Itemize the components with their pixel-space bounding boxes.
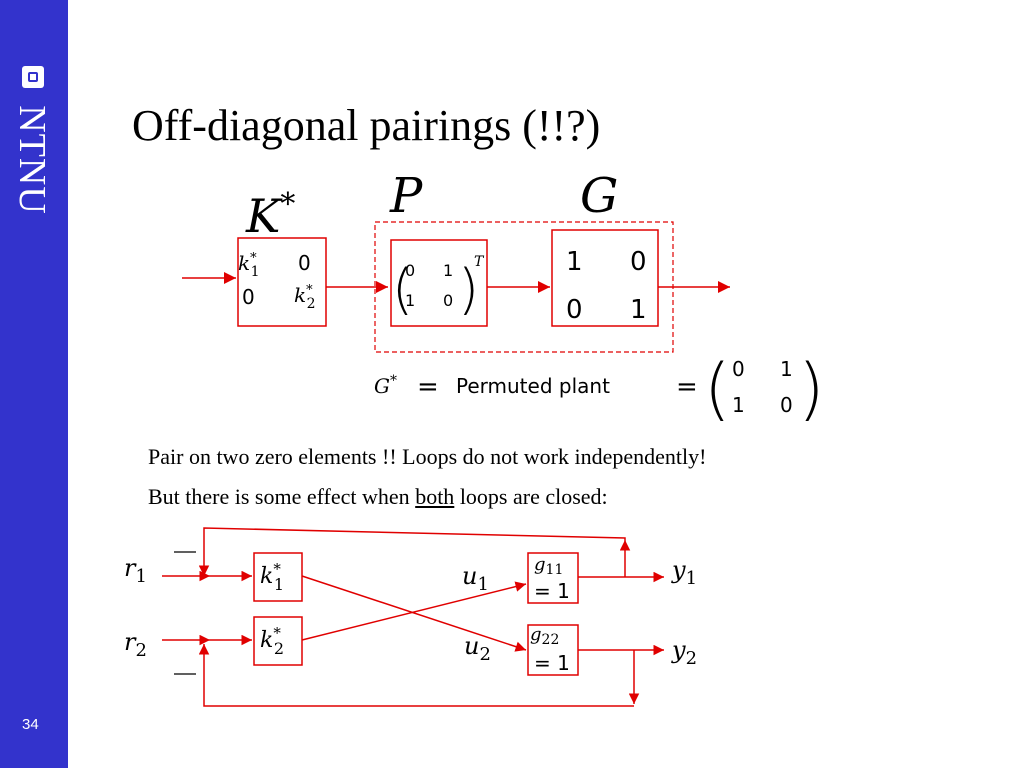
body-line-2: But there is some effect when both loops… (148, 484, 608, 510)
k-matrix-k1: k*1 (238, 251, 260, 280)
u1-label: u1 (462, 562, 489, 595)
loop-k2-label: k*2 (260, 624, 284, 658)
k-box (237, 237, 327, 327)
loop-k2-box (253, 616, 303, 666)
g11-value: = 1 (534, 579, 570, 603)
g-block-label: G (580, 168, 618, 224)
k-matrix-zero-a: 0 (298, 251, 311, 275)
g11-label: g11 (534, 554, 563, 578)
p-box (390, 239, 488, 327)
p-paren-right: ) (458, 258, 479, 321)
loop-k1-label: k*1 (260, 560, 284, 594)
line2-emphasis: both (415, 484, 455, 509)
feedback2-path (198, 644, 634, 707)
equation-eq2: = (676, 372, 698, 402)
body-line-1: Pair on two zero elements !! Loops do no… (148, 444, 707, 469)
p-transpose: T (474, 254, 485, 270)
p-a: 0 (405, 261, 415, 280)
logo-mark-inner (28, 72, 38, 82)
g-a: 1 (566, 247, 583, 277)
feedback1-path (198, 527, 626, 576)
page-number: 34 (22, 716, 39, 733)
y2-label: y2 (671, 636, 697, 669)
k2-to-g11-line (301, 581, 527, 641)
u2-label: u2 (464, 632, 491, 665)
y1-label: y1 (671, 556, 697, 589)
r1-label: r1 (124, 554, 147, 587)
loop-k1-box (253, 552, 303, 602)
g-b: 0 (630, 247, 647, 277)
k1-to-g22-line (301, 575, 527, 652)
g-c: 0 (566, 295, 583, 325)
p-b: 1 (443, 261, 453, 280)
p-c: 1 (405, 291, 415, 310)
slide-title: Off-diagonal pairings (!!?) (132, 101, 601, 150)
ntnu-logo-icon (22, 66, 44, 88)
eq-m-b: 1 (780, 357, 793, 381)
k-block-label: K* (245, 187, 295, 243)
eq-m-a: 0 (732, 357, 745, 381)
equation-eq: = (417, 372, 439, 402)
line2-after: loops are closed: (454, 484, 608, 509)
g11-box (527, 552, 579, 604)
g22-label: g22 (530, 624, 559, 648)
eq-m-d: 0 (780, 393, 793, 417)
g22-box (527, 624, 579, 676)
equation-paren-left: ( (704, 350, 731, 429)
k-matrix-k2: k*2 (294, 283, 316, 312)
p-paren-left: ( (392, 258, 413, 321)
equation-text: Permuted plant (456, 374, 610, 398)
block-diagram: K* P G k*1 0 0 k*2 ( 0 1 1 0 ) T 1 0 0 1… (182, 168, 825, 429)
line2-before: But there is some effect when (148, 484, 416, 509)
r2-label: r2 (124, 628, 147, 661)
eq-m-c: 1 (732, 393, 745, 417)
equation-lhs: G* (374, 373, 397, 398)
sidebar: NTNU 34 (0, 0, 68, 768)
g22-value: = 1 (534, 651, 570, 675)
p-d: 0 (443, 291, 453, 310)
equation-paren-right: ) (798, 350, 825, 429)
k-matrix-zero-b: 0 (242, 285, 255, 309)
p-block-label: P (389, 168, 423, 224)
g-d: 1 (630, 295, 647, 325)
g-box (551, 229, 659, 327)
